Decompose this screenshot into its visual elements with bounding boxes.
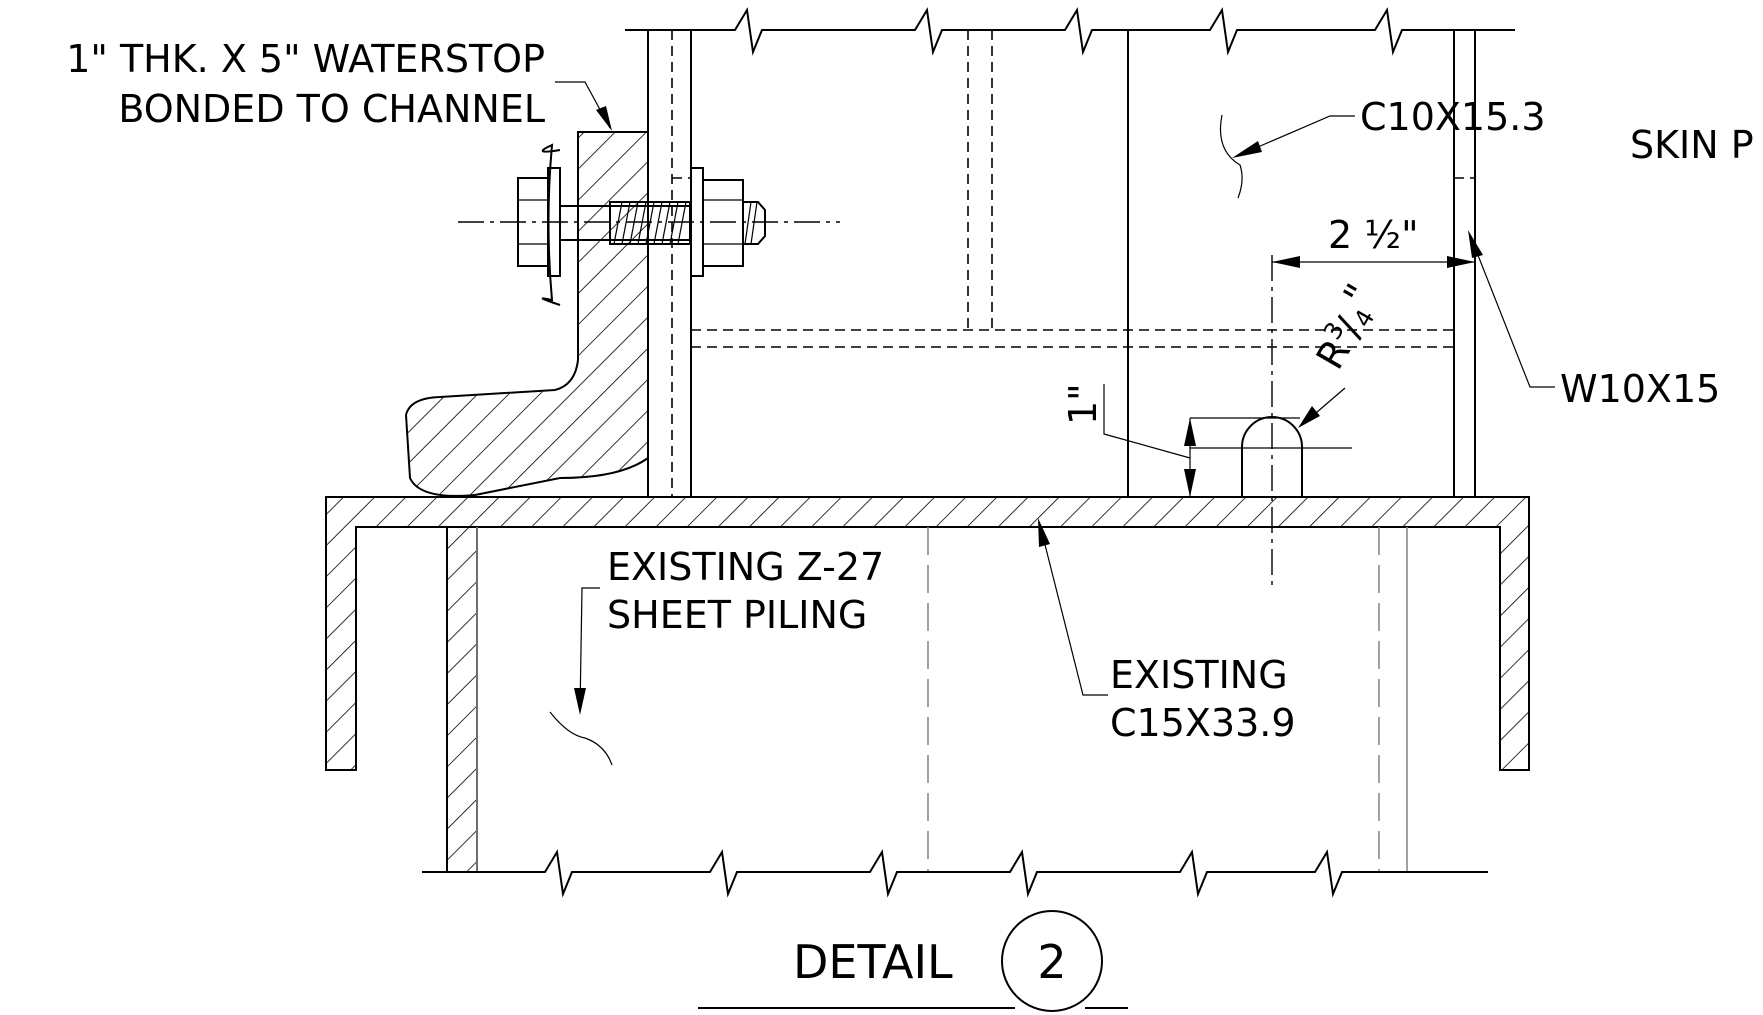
slotted-hole: [1190, 255, 1352, 590]
top-break-line: [625, 7, 1515, 56]
existing-channel-leader: [1038, 518, 1108, 696]
piling-label-line1: EXISTING Z-27: [607, 545, 884, 589]
existing-channel-label-line2: C15X33.9: [1110, 701, 1296, 745]
detail-title: DETAIL 2: [698, 910, 1128, 1012]
dimension-1-inch-label: 1": [1061, 383, 1105, 425]
w10-label: W10X15: [1560, 367, 1720, 411]
anchor-bolt: [458, 143, 840, 306]
existing-channel: [325, 496, 1530, 771]
radius-leader: [1298, 387, 1346, 428]
detail-number: 2: [1037, 935, 1066, 989]
dimension-1-inch: [1103, 384, 1196, 497]
skin-label: SKIN P: [1630, 123, 1754, 167]
piling-label-line2: SHEET PILING: [607, 593, 867, 637]
existing-channel-label-line1: EXISTING: [1110, 653, 1288, 697]
dimension-2-half-inch-label: 2 ½": [1328, 213, 1419, 257]
detail-number-circle: [1001, 910, 1103, 1012]
waterstop-label-line1: 1" THK. X 5" WATERSTOP: [66, 37, 545, 81]
c10-leader: [1219, 114, 1355, 199]
waterstop-leader: [555, 81, 611, 129]
channel-web-left: [647, 30, 692, 497]
bottom-break-line: [422, 849, 1488, 898]
waterstop-label-line2: BONDED TO CHANNEL: [118, 87, 545, 131]
dimension-2-half-inch: [1272, 256, 1475, 268]
detail-word: DETAIL: [793, 935, 953, 989]
c10-label: C10X15.3: [1360, 95, 1546, 139]
sheet-piling: [446, 526, 1408, 873]
piling-leader: [549, 587, 613, 766]
w10-leader: [1468, 230, 1555, 388]
radius-label: R 3 / 4 ": [1308, 276, 1382, 376]
waterstop: [404, 131, 649, 497]
hidden-stiffener: [967, 30, 993, 330]
